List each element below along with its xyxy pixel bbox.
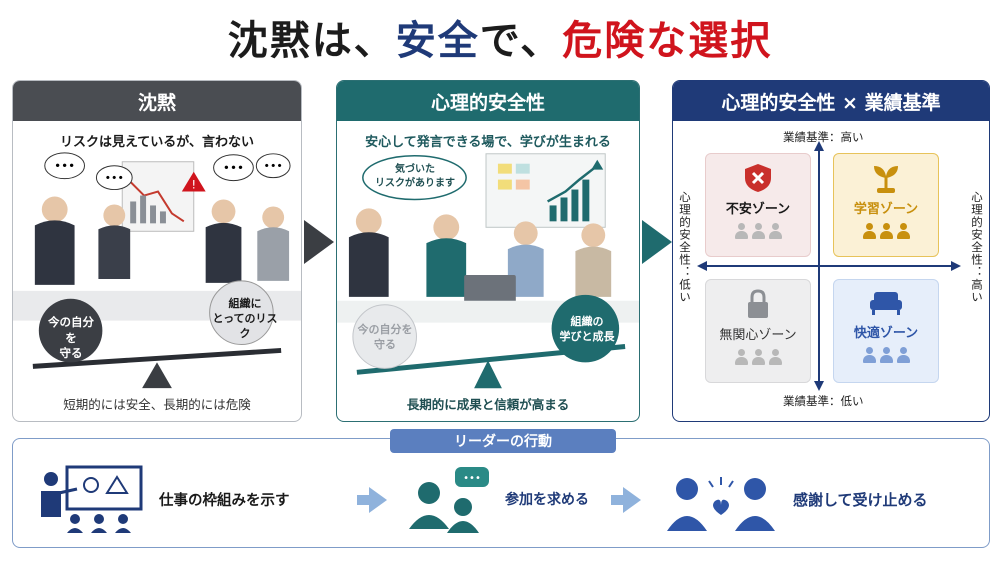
warning-icon <box>181 171 206 192</box>
leader-step-1-label: 仕事の枠組みを示す <box>159 492 290 509</box>
weight-org-growth-label: 組織の 学びと成長 <box>559 315 615 343</box>
panel-safety-footer: 長期的に成果と信頼が高まる <box>406 397 570 412</box>
people-icon <box>734 223 782 239</box>
svg-text:•••: ••• <box>463 473 481 484</box>
title-part-safe: 安全 <box>395 18 480 64</box>
leader-actions-panel: リーダーの行動 仕事の枠組みを示す ••• 参加を求める <box>12 429 990 548</box>
weight-self-label: 今の自分を 守る <box>357 323 413 351</box>
axis-right-label: 心理的安全性：高い <box>970 191 984 304</box>
bubble-text: 気づいた リスクがあります <box>375 164 455 189</box>
title-part-3: で、 <box>479 18 563 64</box>
lock-icon <box>748 289 768 318</box>
panel-safety-subtitle: 安心して発言できる場で、学びが生まれる <box>365 135 611 150</box>
arrow-right-icon <box>642 220 672 264</box>
axis-bottom-label: 業績基準：低い <box>783 394 864 408</box>
silent-person <box>34 196 75 285</box>
quadrant-apathy-label: 無関心ゾーン <box>719 328 797 343</box>
speaking-person <box>426 214 467 297</box>
leader-step-3-label: 感謝して受け止める <box>793 490 928 509</box>
weight-self <box>352 304 417 369</box>
weight-org-risk-label: 組織に とってのリスク <box>212 297 278 340</box>
silence-meeting-illustration: ! ••• ••• ••• ••• <box>13 152 301 389</box>
arrow-right-icon <box>304 220 334 264</box>
svg-text:•••: ••• <box>264 160 283 173</box>
thought-bubble-icon: ••• <box>44 152 85 180</box>
thought-bubble-icon: ••• <box>213 154 254 182</box>
heart-icon <box>713 499 729 515</box>
presentation-icon <box>41 465 143 533</box>
panel-safety: 心理的安全性 安心して発言できる場で、学びが生まれる 気づいた リスクがあります… <box>336 80 640 422</box>
page-title: 沈黙は、 安全 で、 危険な選択 <box>0 6 1000 68</box>
people-icon <box>734 349 782 365</box>
quadrant-learning-label: 学習ゾーン <box>853 202 919 217</box>
quadrant-anxiety-label: 不安ゾーン <box>725 202 791 217</box>
leader-step-framing: 仕事の枠組みを示す <box>37 459 290 539</box>
panel-silence-footer: 短期的には安全、長期的には危険 <box>63 397 251 412</box>
weight-org-risk <box>209 280 274 345</box>
quadrant-anxiety: 不安ゾーン <box>705 153 811 257</box>
weight-org-growth <box>551 294 620 363</box>
matrix-axes <box>697 141 961 391</box>
svg-text:•••: ••• <box>105 172 124 185</box>
silent-person <box>205 199 242 283</box>
svg-text:•••: ••• <box>223 161 244 175</box>
people-icon <box>862 223 910 239</box>
listening-person <box>507 221 544 297</box>
sprout-icon <box>874 166 898 193</box>
panel-safety-header: 心理的安全性 <box>337 81 639 121</box>
quadrant-comfort-label: 快適ゾーン <box>853 326 919 341</box>
declining-chart-icon <box>129 180 185 223</box>
thought-bubble-icon: ••• <box>95 165 133 191</box>
quadrant-learning: 学習ゾーン <box>833 153 939 257</box>
title-part-danger: 危険な選択 <box>562 18 773 64</box>
chevron-right-icon <box>369 487 387 513</box>
people-icon <box>862 347 910 363</box>
leader-actions-tag: リーダーの行動 <box>390 429 616 453</box>
quadrant-apathy: 無関心ゾーン <box>705 279 811 383</box>
leader-step-inviting: ••• 参加を求める <box>401 459 589 539</box>
seesaw-beam <box>32 347 282 369</box>
thought-bubble-icon: ••• <box>255 153 291 179</box>
appreciation-icon <box>667 477 775 531</box>
laptop-icon <box>464 274 516 303</box>
panel-matrix: 心理的安全性 × 業績基準 業績基準：高い 業績基準：低い 心理的安全性：低い … <box>672 80 990 422</box>
leader-step-appreciating: 感謝して受け止める <box>661 459 928 539</box>
panel-matrix-header: 心理的安全性 × 業績基準 <box>673 81 989 121</box>
leader-step-2-label: 参加を求める <box>505 492 589 508</box>
axis-top-label: 業績基準：高い <box>783 130 864 144</box>
sofa-icon <box>870 292 902 315</box>
weight-self <box>38 298 103 363</box>
panel-silence-header: 沈黙 <box>13 81 301 121</box>
weight-self-label: 今の自分を 守る <box>48 315 94 361</box>
silent-person <box>257 206 290 281</box>
matrix-quadrant: 業績基準：高い 業績基準：低い 心理的安全性：低い 心理的安全性：高い 不安ゾー… <box>673 121 989 421</box>
panel-silence: 沈黙 リスクは見えているが、言わない ! ••• ••• ••• ••• 今の自… <box>12 80 302 422</box>
chevron-right-icon <box>623 487 641 513</box>
speech-bubble-icon <box>362 155 467 201</box>
discussion-icon: ••• <box>409 467 489 533</box>
seesaw-fulcrum <box>142 362 172 389</box>
shield-x-icon <box>745 164 771 192</box>
silent-person <box>98 204 131 279</box>
svg-text:!: ! <box>191 178 196 192</box>
axis-left-label: 心理的安全性：低い <box>678 191 692 304</box>
safety-meeting-illustration <box>337 153 639 389</box>
title-part-1: 沈黙は、 <box>227 18 396 64</box>
panel-silence-subtitle: リスクは見えているが、言わない <box>59 135 255 150</box>
speaking-person <box>348 208 389 297</box>
seesaw-fulcrum <box>474 360 502 389</box>
listening-person <box>575 223 612 297</box>
quadrant-comfort: 快適ゾーン <box>833 279 939 383</box>
svg-text:•••: ••• <box>54 159 75 173</box>
